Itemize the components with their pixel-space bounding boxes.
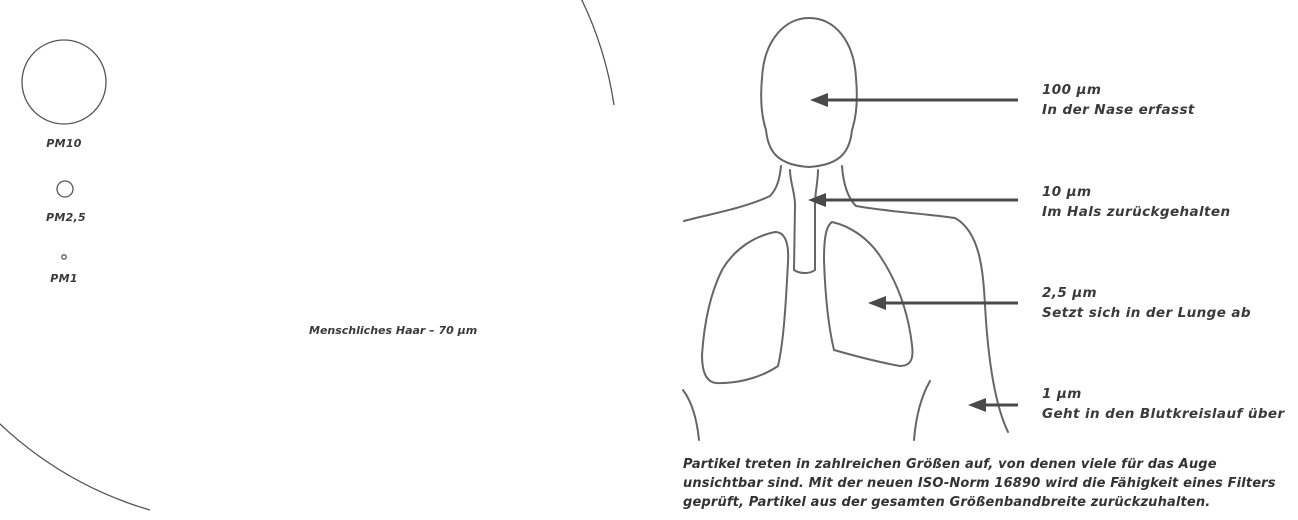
pm10-circle [22,40,106,124]
pm1-label: PM1 [50,272,78,285]
arrow-blood [968,398,1018,412]
hair-label: Menschliches Haar – 70 µm [309,324,477,337]
human-body-outline [683,18,1008,440]
annotation-size: 10 µm [1042,182,1230,202]
annotation-text: Setzt sich in der Lunge ab [1042,303,1251,323]
caption-text: Partikel treten in zahlreichen Größen au… [683,455,1293,512]
arrow-nose [810,93,1018,107]
annotation-lung: 2,5 µm Setzt sich in der Lunge ab [1042,283,1251,323]
annotation-arrows [808,93,1018,412]
annotation-size: 2,5 µm [1042,283,1251,303]
head-outline [761,18,857,167]
arrow-lung [868,296,1018,310]
annotation-text: Im Hals zurückgehalten [1042,202,1230,222]
left-lung-outline [702,232,788,383]
right-inner-arm-outline [914,381,930,440]
annotation-size: 100 µm [1042,80,1195,100]
pm25-circle [57,181,73,197]
annotation-throat: 10 µm Im Hals zurückgehalten [1042,182,1230,222]
annotation-text: Geht in den Blutkreislauf über [1042,404,1285,424]
human-hair-circle [0,0,614,510]
left-arm-outline [683,390,699,440]
size-comparison [0,0,614,510]
arrow-throat [808,193,1018,207]
pm25-label: PM2,5 [46,211,86,224]
annotation-blood: 1 µm Geht in den Blutkreislauf über [1042,384,1285,424]
pm10-label: PM10 [46,137,82,150]
annotation-nose: 100 µm In der Nase erfasst [1042,80,1195,120]
annotation-text: In der Nase erfasst [1042,100,1195,120]
annotation-size: 1 µm [1042,384,1285,404]
right-lung-outline [824,222,913,366]
trachea-outline [790,170,818,273]
pm1-circle [62,255,66,259]
shoulder-left [684,166,781,221]
